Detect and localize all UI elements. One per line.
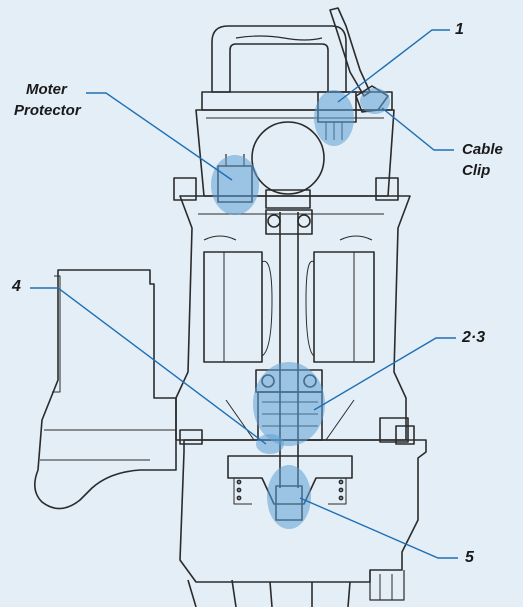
leader-5 xyxy=(299,497,458,559)
leader-1 xyxy=(337,29,450,103)
highlight-part-1 xyxy=(314,90,354,146)
highlight-part-4 xyxy=(256,434,284,454)
capacitor xyxy=(251,121,325,195)
label-protector: Protector xyxy=(14,102,81,119)
highlight-part-2-3 xyxy=(253,362,325,446)
label-part-2-3: 2·3 xyxy=(462,329,486,346)
stator-right xyxy=(313,251,375,363)
stator-left xyxy=(203,251,263,363)
label-clip: Clip xyxy=(462,162,491,179)
label-part-5: 5 xyxy=(465,549,474,566)
highlight-motor-protector xyxy=(211,155,259,215)
label-cable: Cable xyxy=(462,141,503,158)
leader-2-3 xyxy=(313,337,456,411)
handle-grip xyxy=(235,35,323,41)
label-part-4: 4 xyxy=(12,278,21,295)
discharge-pipe xyxy=(34,269,177,510)
label-moter: Moter xyxy=(26,81,67,98)
handle xyxy=(211,25,347,93)
leader-moter-protector xyxy=(86,92,233,181)
highlight-cable-clip xyxy=(360,88,390,114)
strainer-base xyxy=(187,579,351,607)
pump-casing xyxy=(179,439,427,583)
highlight-part-5 xyxy=(267,465,311,529)
label-part-1: 1 xyxy=(455,21,464,38)
leader-cable-clip xyxy=(381,107,454,151)
leader-4 xyxy=(30,287,267,445)
